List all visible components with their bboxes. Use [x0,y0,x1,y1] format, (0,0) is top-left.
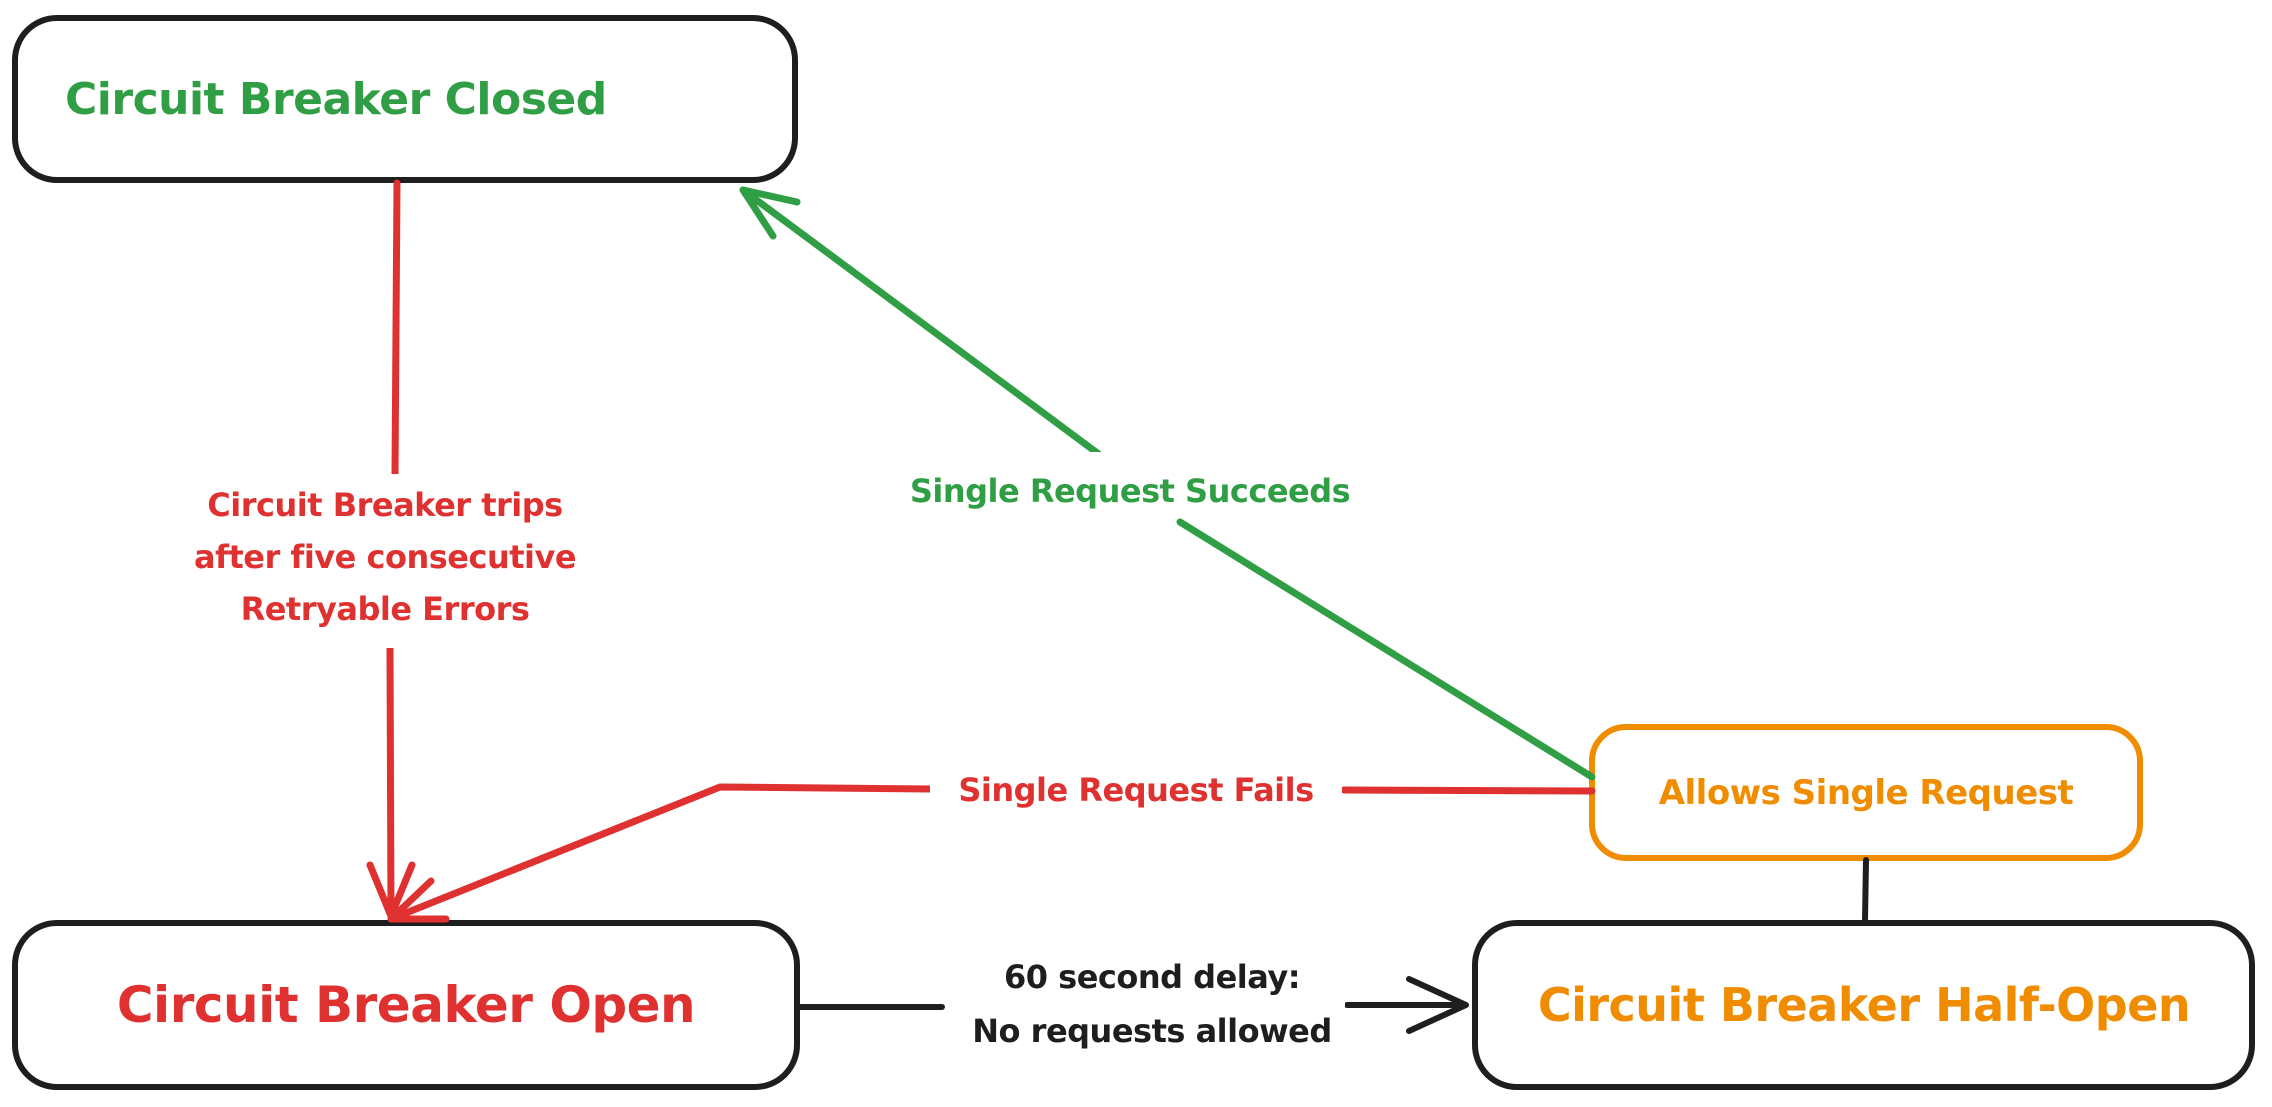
state-label-open: Circuit Breaker Open [117,976,695,1034]
trip-label-line-3: Retryable Errors [241,590,530,628]
trip-label-line-1: Circuit Breaker trips [207,486,562,524]
trip-label-line-2: after five consecutive [194,538,576,576]
trip-label-mask [150,474,620,648]
arrow-fail-arrowhead [387,877,450,923]
delay-label-line-2: No requests allowed [972,1012,1332,1050]
arrow-trip-segment-bottom [386,644,395,918]
arrow-succeed-arrowhead [739,186,801,240]
state-label-allows-single-request: Allows Single Request [1659,773,2074,813]
arrow-fail [387,783,1596,923]
arrow-delay [796,976,1469,1034]
arrow-succeed-segment-upper [739,186,1104,459]
arrow-fail-segment-left [387,783,936,923]
connector-probe [1862,857,1869,924]
arrow-fail-segment-right [1340,786,1596,795]
arrow-succeed [739,186,1596,781]
succeed-label: Single Request Succeeds [910,472,1350,510]
fail-label: Single Request Fails [958,771,1313,809]
state-label-half-open: Circuit Breaker Half-Open [1538,978,2190,1032]
arrow-succeed-segment-lower [1176,518,1596,781]
delay-label-line-1: 60 second delay: [1004,958,1300,996]
state-label-closed: Circuit Breaker Closed [65,74,607,125]
arrow-delay-arrowhead [1406,976,1469,1034]
succeed-label-mask [900,452,1370,516]
arrow-trip-segment-top [391,179,401,478]
state-box-closed [12,15,798,183]
delay-label-mask [955,952,1345,1058]
fail-label-mask [930,760,1342,822]
